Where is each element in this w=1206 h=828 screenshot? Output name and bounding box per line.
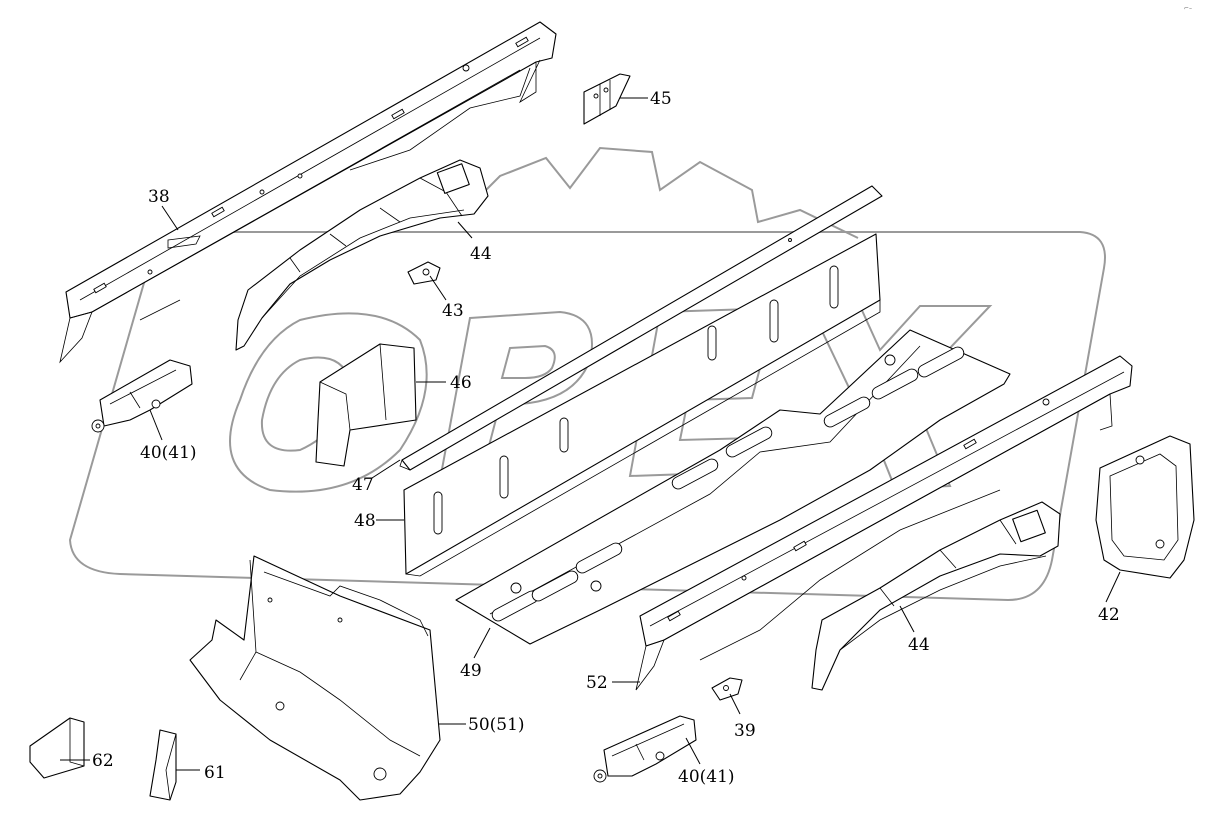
part-62-block [29, 717, 85, 779]
part-46-panel [315, 343, 417, 467]
part-40-lower-hinge [593, 715, 697, 783]
part-52-lower-rail [635, 355, 1133, 691]
part-48-slotted-plate [403, 233, 881, 577]
part-38-long-rail [59, 21, 557, 364]
leader-lines [60, 97, 1121, 771]
callout-38: 38 [148, 187, 170, 207]
callout-44-upper: 44 [470, 244, 492, 264]
callout-40-lower: 40(41) [678, 767, 735, 787]
corner-mark: ⌐– [1184, 5, 1192, 12]
part-49-floor-tray [455, 329, 1011, 645]
part-40-upper-hinge [91, 359, 193, 433]
part-43-clip [407, 261, 441, 285]
watermark-letter-o [229, 312, 428, 493]
callout-61: 61 [204, 763, 226, 783]
callout-62: 62 [92, 751, 114, 771]
callout-labels: 38 44 45 43 46 40(41) 47 48 49 44 42 52 … [92, 89, 1120, 787]
callout-46: 46 [450, 373, 472, 393]
part-44-lower-arm [811, 501, 1061, 691]
part-45-bracket [583, 73, 631, 125]
callout-50: 50(51) [468, 715, 525, 735]
part-50-large-panel [189, 555, 441, 801]
callout-44-lower: 44 [908, 635, 930, 655]
callout-42: 42 [1098, 605, 1120, 625]
part-42-side-frame [1095, 435, 1195, 579]
callout-40-upper: 40(41) [140, 443, 197, 463]
part-47-strip [399, 185, 883, 471]
part-39-clip [711, 677, 743, 701]
callout-49: 49 [460, 661, 482, 681]
callout-52: 52 [586, 673, 608, 693]
callout-47: 47 [352, 475, 374, 495]
part-61-wedge [149, 729, 177, 801]
watermark-gear [467, 146, 859, 239]
callout-48: 48 [354, 511, 376, 531]
callout-39: 39 [734, 721, 756, 741]
callout-45: 45 [650, 89, 672, 109]
callout-43: 43 [442, 301, 464, 321]
part-44-upper-arm [235, 159, 489, 351]
